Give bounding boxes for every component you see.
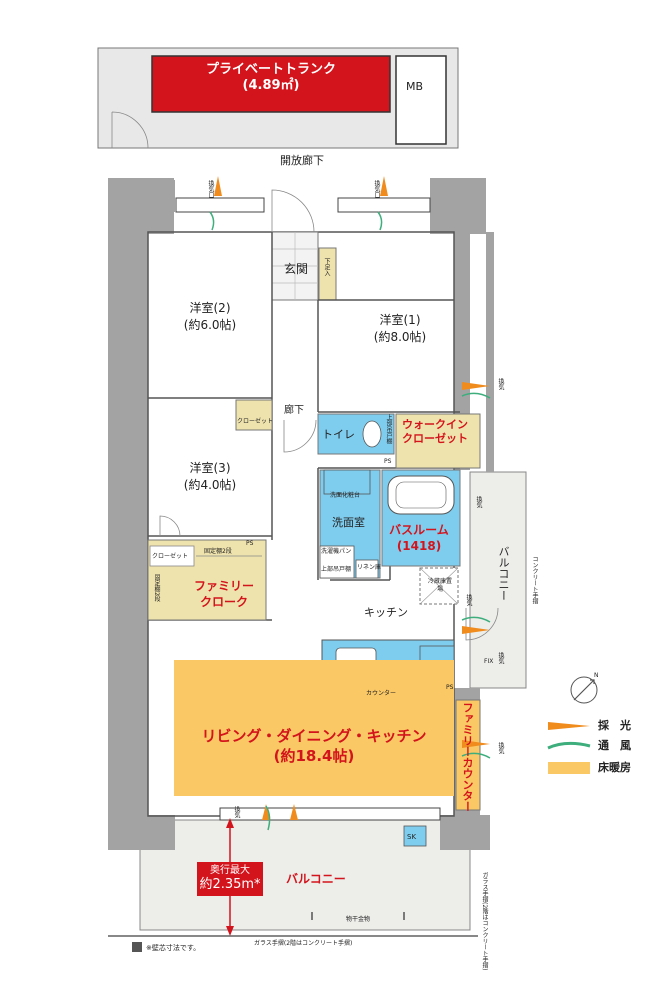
depth-badge xyxy=(197,862,263,896)
room1-corner-wall xyxy=(430,178,486,234)
hallway-door xyxy=(283,419,317,453)
linen-label: リネン庫 xyxy=(357,564,382,571)
room2-window xyxy=(175,197,265,213)
room3-label: 洋室(3)(約4.0帖) xyxy=(183,461,237,492)
family-cloak-closet xyxy=(149,545,195,567)
vanity-counter xyxy=(323,469,371,495)
glass-rail-label: ガラス手摺(2階はコンクリート手摺) xyxy=(254,940,353,947)
legend-light-label: 採 光 xyxy=(598,719,631,732)
partitions xyxy=(148,232,460,621)
linen-storage xyxy=(355,559,379,579)
toilet-bowl xyxy=(362,420,382,448)
note-label: ※壁芯寸法です。 xyxy=(146,944,201,952)
vent-label-4: 換気 xyxy=(475,496,482,508)
legend-light-swatch xyxy=(548,722,590,730)
fixed-shelf-label: 固定棚2段 xyxy=(204,548,232,555)
counter-label: カウンター xyxy=(366,690,397,697)
vanity-label: 洗面化粧台 xyxy=(330,492,361,499)
side-balcony-label: バルコニー xyxy=(497,546,510,601)
bathroom-label: バスルーム(1418) xyxy=(389,523,449,553)
vent-label-7: 換気 xyxy=(465,594,472,606)
toilet-label: トイレ xyxy=(322,428,355,441)
vent-label-5: 換気 xyxy=(497,652,504,664)
room1-window xyxy=(337,197,431,213)
mb-label: MB xyxy=(406,80,424,93)
vent-label-1: 換気口 xyxy=(207,180,214,198)
legend-heat-label: 床暖房 xyxy=(598,761,631,774)
washer-pan xyxy=(319,545,355,579)
vent-label-8: 換気 xyxy=(233,806,240,818)
legend-wind-swatch xyxy=(547,741,591,750)
walkin-closet-room xyxy=(395,413,481,469)
sk-unit xyxy=(403,825,427,847)
family-counter-unit xyxy=(455,699,481,811)
room3-closet-label: クローゼット xyxy=(237,418,274,425)
family-cloak-label: ファミリークローク xyxy=(194,579,255,609)
bathtub xyxy=(387,475,455,515)
glass-rail-side-label: ガラス手摺(2階はコンクリート手摺) xyxy=(481,872,488,971)
washer-label: 洗濯機パン xyxy=(321,548,352,555)
walkin-closet-label: ウォークインクローゼット xyxy=(402,418,468,445)
corridor-label: 開放廊下 xyxy=(280,154,324,167)
trunk-room xyxy=(151,55,391,113)
ldk-window xyxy=(219,807,441,821)
ps1-label: PS xyxy=(384,458,392,465)
room3-closet xyxy=(235,399,273,431)
shoe-box-label: 下足入 xyxy=(323,258,330,276)
plan-wind-arrows xyxy=(209,211,491,831)
upper-shelf-label: 上部吊戸棚 xyxy=(321,566,352,573)
side-balcony-floor xyxy=(469,471,527,689)
plan-light-arrows xyxy=(214,176,490,820)
room2-corner-wall xyxy=(108,178,174,234)
laundry-bars xyxy=(311,912,405,920)
entrance-tiles xyxy=(272,232,318,300)
ldk-label: リビング・ダイニング・キッチン(約18.4帖) xyxy=(201,727,427,765)
laundry-label: 物干金物 xyxy=(346,916,371,923)
legend-wind-label: 通 風 xyxy=(598,739,631,752)
ps3-label: PS xyxy=(446,684,454,691)
vent-label-6: 換気 xyxy=(497,742,504,754)
kitchen-label: キッチン xyxy=(364,606,408,619)
entrance-label: 玄関 xyxy=(284,262,309,276)
east-wall-strip xyxy=(486,232,494,472)
washroom-label: 洗面室 xyxy=(332,516,365,529)
ldk-floor-heating xyxy=(174,660,454,796)
kitchen-door xyxy=(465,607,499,641)
family-cloak-closet-label: クローゼット xyxy=(152,553,189,560)
trunk-door xyxy=(111,111,149,149)
fix-label: FIX xyxy=(484,658,494,665)
toilet-storage-label: 上部吊戸棚 xyxy=(385,414,392,444)
room1-label: 洋室(1)(約8.0帖) xyxy=(373,313,427,344)
mb-room xyxy=(395,55,447,145)
ps2-label: PS xyxy=(246,540,254,547)
bathtub-inner xyxy=(395,481,447,509)
family-cloak-room xyxy=(147,539,267,621)
family-counter-label: ファミリーカウンター xyxy=(461,702,474,812)
trunk-label: プライベートトランク (4.89㎡) xyxy=(205,62,336,93)
concrete-rail-label: コンクリート手摺 xyxy=(531,556,538,604)
entrance-door xyxy=(271,189,315,233)
room2-label: 洋室(2)(約6.0帖) xyxy=(183,301,237,332)
sk-label: SK xyxy=(407,833,417,841)
compass-needle xyxy=(573,679,595,701)
depth-label: 奥行最大 約2.35m* xyxy=(199,865,261,892)
vent-label-2: 換気口 xyxy=(373,180,380,198)
fixed-shelf-v-label: 固定棚2段 xyxy=(153,574,160,602)
fridge-label: 冷蔵庫置場 xyxy=(428,578,453,593)
legend-heat-swatch xyxy=(548,762,590,774)
outer-walls xyxy=(108,180,490,850)
room3-door xyxy=(159,515,181,537)
compass-label: N xyxy=(594,672,599,679)
fridge-cross xyxy=(419,567,459,605)
note-marker xyxy=(132,942,142,952)
vent-label-3: 換気 xyxy=(497,378,504,390)
hallway-label: 廊下 xyxy=(284,405,304,416)
main-balcony-label: バルコニー xyxy=(286,872,346,886)
